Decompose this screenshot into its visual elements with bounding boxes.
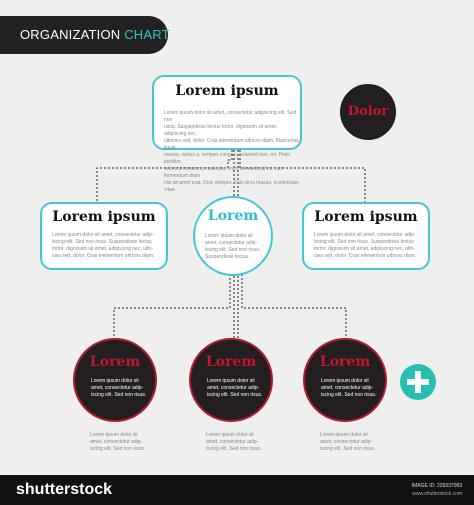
bottom-node-3-heading: Lorem — [319, 354, 371, 370]
connector-top-to-left — [96, 150, 233, 202]
text-line: iscing elit. Sed non risus. — [207, 392, 263, 398]
text-line: Lorem ipsum dolor sit — [90, 432, 138, 438]
text-line: massa, varius a, semper congue, euismod … — [164, 152, 291, 165]
connector-center-to-left — [113, 270, 231, 338]
text-line: Lorem ipsum dolor sit — [91, 378, 139, 384]
bottom-node-2-caption: Lorem ipsum dolor sit amet, consectetur … — [206, 432, 261, 453]
text-line: amet, consectetur adip- — [321, 385, 374, 391]
text-line: iscing elit. Sed non risus. — [321, 392, 377, 398]
text-line: tortor, dignissim sit amet, adipiscing n… — [314, 246, 415, 252]
text-line: iscing elit. Sed non risus. Suspendisse … — [314, 239, 414, 245]
mid-left-text: Lorem ipsum dolor sit amet, consectetur … — [52, 232, 154, 260]
title-part-1: ORGANIZATION — [20, 27, 121, 42]
top-node-heading: Lorem ipsum — [175, 83, 279, 99]
text-line: risus. Suspendisse lectus tortor, dignis… — [164, 124, 278, 137]
mid-center-text: Lorem ipsum dolor sit amet, consectetur … — [205, 233, 260, 261]
text-line: Lorem ipsum dolor sit — [206, 432, 254, 438]
plus-icon-horizontal — [407, 379, 429, 385]
title-banner: ORGANIZATION CHART — [0, 16, 170, 54]
text-line: ultricies sed, dolor. Cras elementum ult… — [164, 138, 299, 151]
org-chart-canvas: ORGANIZATION CHART Lorem ipsum Lorem ips… — [0, 16, 436, 453]
text-line: iscing elit. Sed non risus. — [205, 247, 261, 253]
text-line: Lorem ipsum dolor sit amet, consectetur … — [314, 232, 416, 238]
text-line: Lorem ipsum dolor sit — [207, 378, 255, 384]
text-line: amet, consectetur adip- — [320, 439, 373, 445]
dolor-node-label: Dolor — [347, 104, 389, 119]
bottom-node-3-text: Lorem ipsum dolor sit amet, consectetur … — [321, 378, 376, 399]
bottom-node-2-heading: Lorem — [205, 354, 257, 370]
text-line: cies sed, dolor. Cras elementum ultrices… — [52, 253, 155, 259]
text-line: orci nec nonummy molestie, enim est elei… — [164, 166, 284, 179]
text-line: Lorem ipsum dolor sit — [205, 233, 253, 239]
bottom-node-2-text: Lorem ipsum dolor sit amet, consectetur … — [207, 378, 262, 399]
top-node-text: Lorem ipsum dolor sit amet, consectetur … — [164, 110, 300, 194]
footer-bar: shutterstock IMAGE ID: 229337083 www.shu… — [0, 475, 474, 505]
bottom-node-1-caption: Lorem ipsum dolor sit amet, consectetur … — [90, 432, 145, 453]
connector-top-to-right — [239, 150, 366, 202]
bottom-node-1-text: Lorem ipsum dolor sit amet, consectetur … — [91, 378, 146, 399]
bottom-node-3: Lorem Lorem ipsum dolor sit amet, consec… — [303, 338, 387, 422]
text-line: iscing elit. Sed non risus. Suspendisse … — [52, 239, 152, 245]
title-part-2: CHART — [124, 27, 170, 42]
mid-right-heading: Lorem ipsum — [314, 209, 418, 225]
text-line: Suspendisse lectus. — [205, 254, 250, 260]
top-node: Lorem ipsum Lorem ipsum dolor sit amet, … — [152, 75, 302, 193]
text-line: amet, consectetur adip- — [205, 240, 258, 246]
bottom-node-2: Lorem Lorem ipsum dolor sit amet, consec… — [189, 338, 273, 422]
mid-center-node: Lorem Lorem ipsum dolor sit amet, consec… — [193, 196, 273, 276]
text-line: amet, consectetur adip- — [207, 385, 260, 391]
footer-logo: shutterstock — [16, 481, 113, 498]
connector-lines — [96, 150, 366, 338]
mid-right-text: Lorem ipsum dolor sit amet, consectetur … — [314, 232, 416, 260]
footer-site: www.shutterstock.com — [412, 491, 462, 497]
mid-center-heading: Lorem — [207, 208, 259, 224]
chart-title: ORGANIZATION CHART — [20, 27, 170, 42]
text-line: iscing elit. Sed non risus. — [91, 392, 147, 398]
text-line: amet, consectetur adip- — [90, 439, 143, 445]
text-line: nisl sit amet erat. Duis semper. Duis ar… — [164, 180, 300, 193]
text-line: amet, consectetur adip- — [206, 439, 259, 445]
mid-left-node: Lorem ipsum Lorem ipsum dolor sit amet, … — [40, 202, 168, 270]
text-line: iscing elit. Sed non risus. — [90, 446, 146, 452]
plus-icon[interactable] — [400, 364, 436, 400]
text-line: iscing elit. Sed non risus. — [206, 446, 262, 452]
mid-left-heading: Lorem ipsum — [52, 209, 156, 225]
text-line: Lorem ipsum dolor sit — [321, 378, 369, 384]
bottom-node-1: Lorem Lorem ipsum dolor sit amet, consec… — [73, 338, 157, 422]
dolor-node: Dolor — [340, 84, 396, 140]
text-line: iscing elit. Sed non risus. — [320, 446, 376, 452]
text-line: amet, consectetur adip- — [91, 385, 144, 391]
text-line: cies sed, dolor. Cras elementum ultrices… — [314, 253, 417, 259]
text-line: Lorem ipsum dolor sit — [320, 432, 368, 438]
bottom-node-3-caption: Lorem ipsum dolor sit amet, consectetur … — [320, 432, 375, 453]
text-line: Lorem ipsum dolor sit amet, consectetur … — [52, 232, 154, 238]
connector-center-to-right — [241, 270, 347, 338]
mid-right-node: Lorem ipsum Lorem ipsum dolor sit amet, … — [302, 202, 430, 270]
text-line: Lorem ipsum dolor sit amet, consectetur … — [164, 110, 297, 123]
bottom-node-1-heading: Lorem — [89, 354, 141, 370]
footer-image-id: IMAGE ID: 229337083 — [411, 483, 462, 489]
text-line: tortor, dignissim sit amet, adipiscing n… — [52, 246, 153, 252]
